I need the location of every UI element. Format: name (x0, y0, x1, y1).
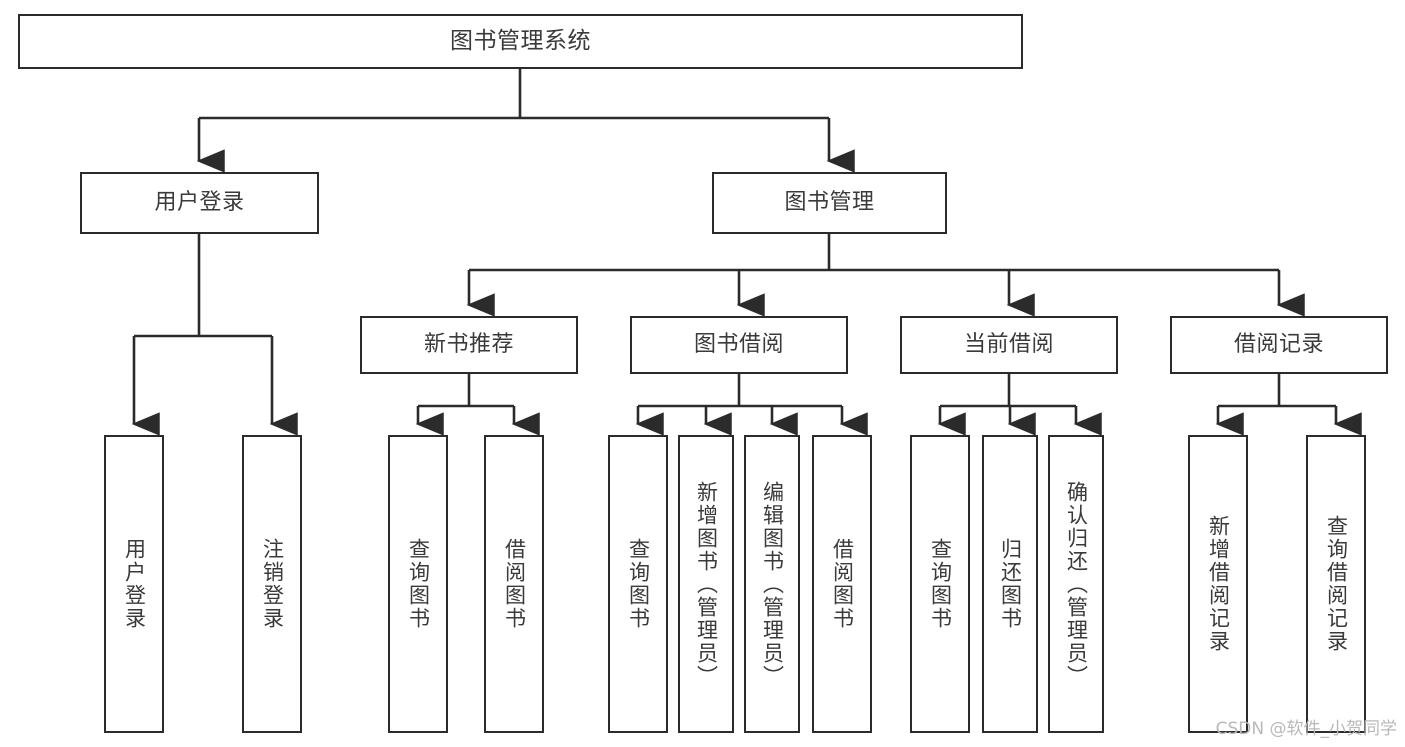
node-leaf-query-book-2[interactable]: 查询图书 (608, 435, 668, 733)
node-current-borrow[interactable]: 当前借阅 (900, 316, 1118, 374)
node-book-manage[interactable]: 图书管理 (712, 172, 947, 234)
node-book-manage-label: 图书管理 (784, 190, 875, 216)
node-book-borrow[interactable]: 图书借阅 (630, 316, 848, 374)
node-leaf-return-book[interactable]: 归还图书 (982, 435, 1038, 733)
node-leaf-return-book-label: 归还图书 (998, 538, 1023, 630)
node-leaf-query-record[interactable]: 查询借阅记录 (1306, 435, 1366, 733)
node-user-login-label: 用户登录 (154, 190, 245, 216)
node-root[interactable]: 图书管理系统 (18, 14, 1023, 69)
node-new-book-rec-label: 新书推荐 (423, 332, 514, 358)
node-leaf-query-book-1-label: 查询图书 (406, 538, 431, 630)
node-leaf-borrow-book-1-label: 借阅图书 (502, 538, 527, 630)
node-borrow-record[interactable]: 借阅记录 (1170, 316, 1388, 374)
node-leaf-query-book-3[interactable]: 查询图书 (910, 435, 970, 733)
node-leaf-add-record[interactable]: 新增借阅记录 (1188, 435, 1248, 733)
node-current-borrow-label: 当前借阅 (963, 332, 1054, 358)
node-leaf-user-logout-label: 注销登录 (260, 538, 285, 630)
node-leaf-borrow-book-2-label: 借阅图书 (830, 538, 855, 630)
node-leaf-query-record-label: 查询借阅记录 (1324, 515, 1349, 653)
node-leaf-confirm-return[interactable]: 确认归还（管理员） (1048, 435, 1104, 733)
node-leaf-add-record-label: 新增借阅记录 (1206, 515, 1231, 653)
node-borrow-record-label: 借阅记录 (1233, 332, 1324, 358)
node-leaf-query-book-2-label: 查询图书 (626, 538, 651, 630)
node-book-borrow-label: 图书借阅 (693, 332, 784, 358)
node-leaf-query-book-3-label: 查询图书 (928, 538, 953, 630)
node-leaf-borrow-book-2[interactable]: 借阅图书 (812, 435, 872, 733)
node-leaf-edit-book-label: 编辑图书（管理员） (760, 480, 785, 688)
node-leaf-confirm-return-label: 确认归还（管理员） (1064, 480, 1089, 688)
node-new-book-rec[interactable]: 新书推荐 (360, 316, 578, 374)
node-root-label: 图书管理系统 (450, 27, 591, 54)
node-leaf-add-book[interactable]: 新增图书（管理员） (678, 435, 734, 733)
node-leaf-user-login[interactable]: 用户登录 (104, 435, 164, 733)
node-leaf-edit-book[interactable]: 编辑图书（管理员） (744, 435, 800, 733)
node-leaf-user-login-label: 用户登录 (122, 538, 147, 630)
node-leaf-query-book-1[interactable]: 查询图书 (388, 435, 448, 733)
node-user-login[interactable]: 用户登录 (80, 172, 319, 234)
node-leaf-add-book-label: 新增图书（管理员） (694, 480, 719, 688)
node-leaf-borrow-book-1[interactable]: 借阅图书 (484, 435, 544, 733)
node-leaf-user-logout[interactable]: 注销登录 (242, 435, 302, 733)
